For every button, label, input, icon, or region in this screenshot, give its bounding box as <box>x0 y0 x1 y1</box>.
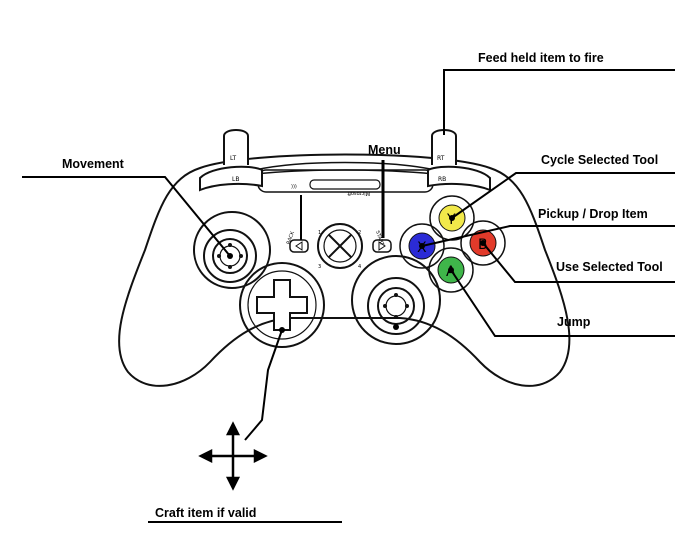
quadrant-1: 1 <box>318 230 321 236</box>
leader-movement <box>22 176 231 257</box>
callout-movement: Movement <box>62 157 125 171</box>
left-trigger: LT <box>223 129 249 165</box>
rb-label: RB <box>438 176 446 183</box>
back-label: BACK <box>286 230 297 245</box>
callout-jump: Jump <box>557 315 591 329</box>
back-button: BACK <box>286 230 309 253</box>
right-bumper: RB <box>427 165 491 192</box>
dpad <box>239 262 325 348</box>
start-label: START <box>374 230 385 247</box>
four-way-arrow-icon <box>198 421 268 491</box>
lt-label: LT <box>230 155 237 162</box>
callout-craft-item: Craft item if valid <box>155 506 256 520</box>
leader-jump <box>450 269 675 337</box>
quadrant-4: 4 <box>358 264 361 270</box>
leader-use <box>482 242 675 283</box>
right-analog-stick <box>351 255 441 345</box>
leader-craft <box>244 329 283 441</box>
quadrant-3: 3 <box>318 264 321 270</box>
start-button: START <box>372 230 392 253</box>
left-bumper: LB <box>199 165 263 192</box>
leader-cycle <box>451 172 675 219</box>
guide-button: 1 2 3 4 <box>317 223 363 270</box>
right-stick-dots <box>383 293 409 319</box>
callout-use-selected-tool: Use Selected Tool <box>556 260 663 274</box>
leader-lines <box>22 69 675 523</box>
leader-pickup <box>421 225 675 247</box>
brand-label: Microsoft <box>347 190 370 196</box>
left-stick-dots <box>217 243 243 269</box>
right-trigger: RT <box>431 129 457 165</box>
brand-strip: Microsoft ))) <box>291 179 381 196</box>
callout-feed-held-item: Feed held item to fire <box>478 51 604 65</box>
leader-dots <box>227 215 486 333</box>
wireless-mark-icon: ))) <box>291 184 297 190</box>
leader-feed <box>443 69 675 135</box>
callout-cycle-selected-tool: Cycle Selected Tool <box>541 153 658 167</box>
rt-label: RT <box>437 155 445 162</box>
callout-pickup-drop-item: Pickup / Drop Item <box>538 207 648 221</box>
left-analog-stick <box>193 211 271 289</box>
quadrant-2: 2 <box>358 230 361 236</box>
lb-label: LB <box>232 176 239 183</box>
callout-menu: Menu <box>368 143 401 157</box>
